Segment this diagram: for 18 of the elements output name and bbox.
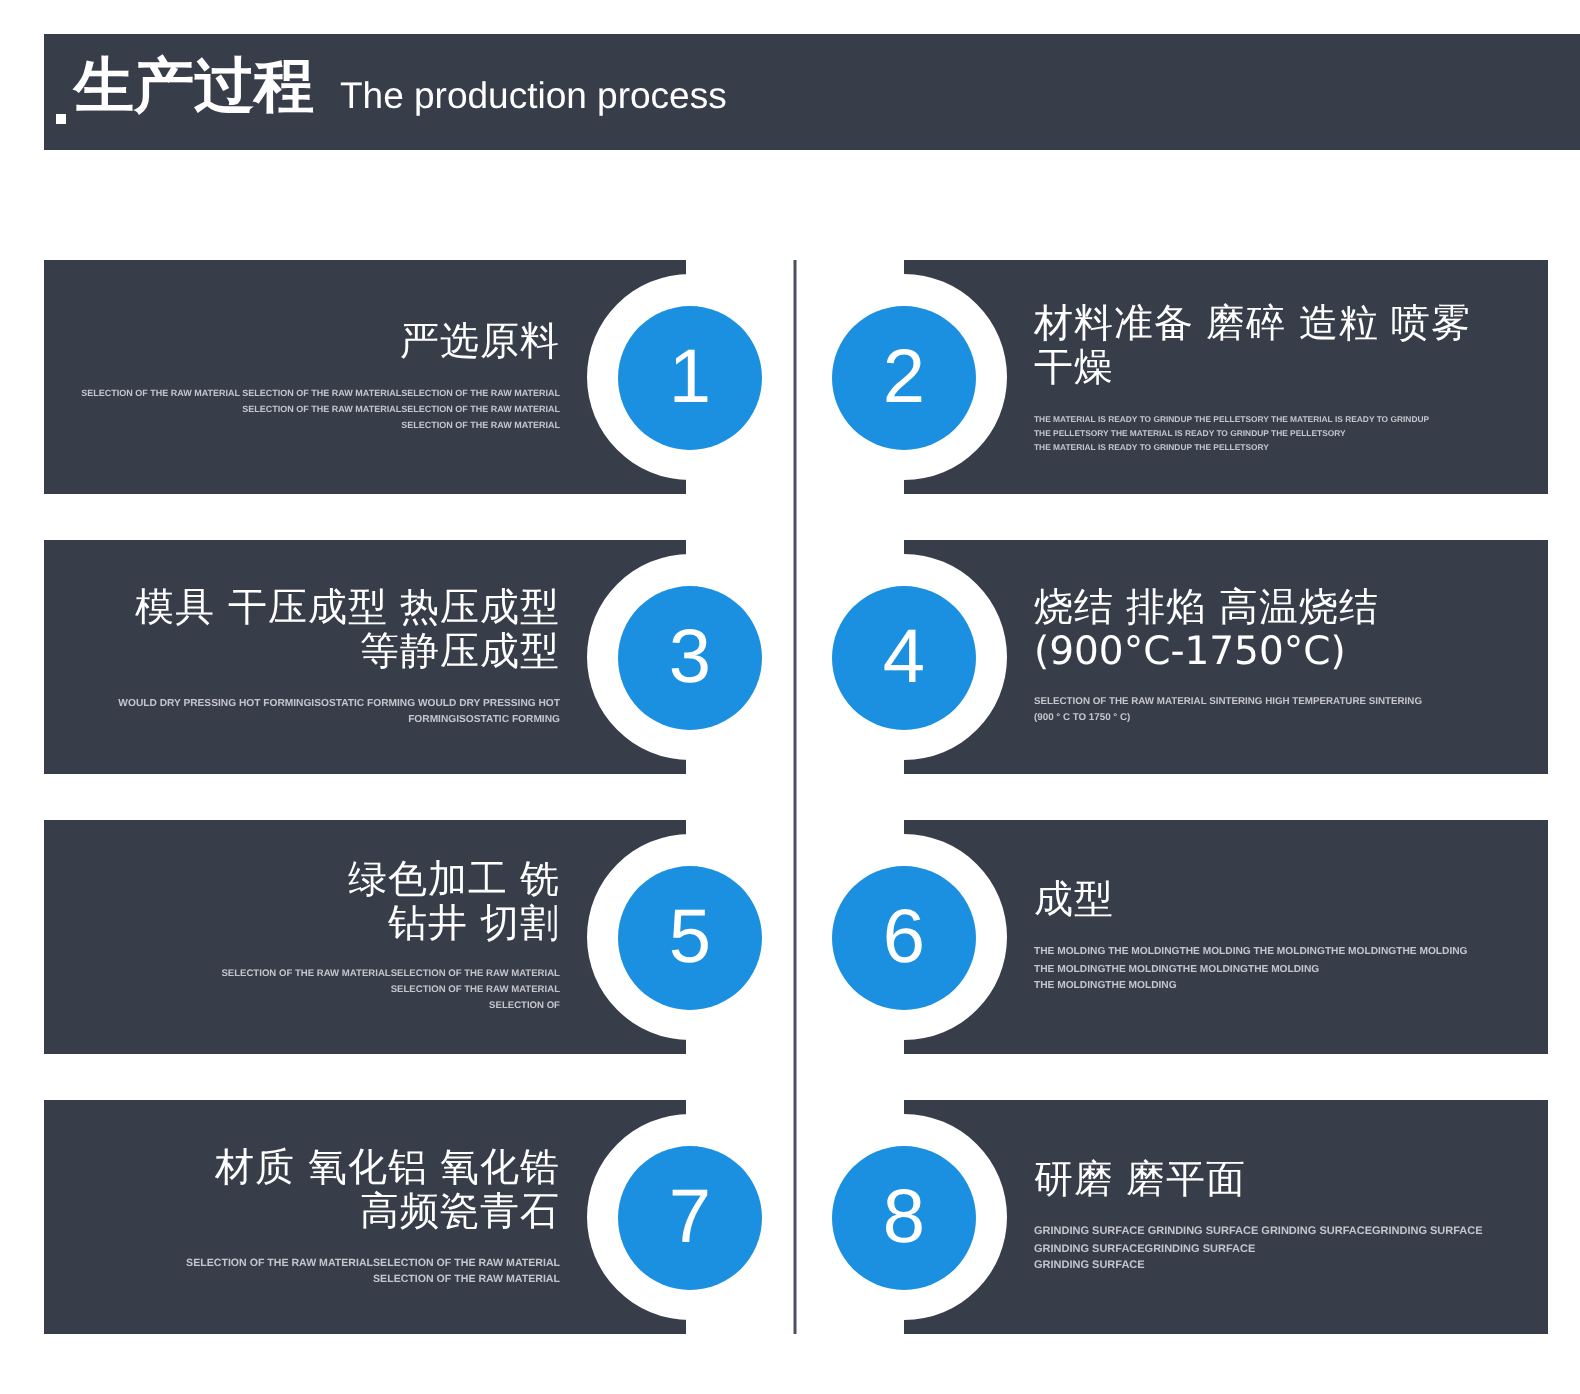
subtitle: The production process	[340, 72, 727, 120]
step-heading: 成型	[1034, 878, 1114, 923]
step-heading: 烧结 排焰 高温烧结 (900°C-1750°C)	[1034, 586, 1381, 674]
step-heading: 研磨 磨平面	[1034, 1158, 1247, 1203]
step-heading: 材料准备 磨碎 造粒 喷雾干燥	[1034, 301, 1474, 389]
step-number-circle: 3	[618, 585, 762, 729]
step-heading: 严选原料	[400, 320, 560, 364]
step-number-circle: 2	[832, 305, 976, 449]
step-number-circle: 5	[618, 865, 762, 1009]
step-number-circle: 1	[618, 305, 762, 449]
step-heading: 绿色加工 铣钻井 切割	[345, 858, 560, 946]
step-number-circle: 4	[832, 585, 976, 729]
step-number-circle: 7	[618, 1145, 762, 1289]
step-number-circle: 8	[832, 1145, 976, 1289]
step-number-circle: 6	[832, 865, 976, 1009]
title: 生产过程	[74, 50, 314, 126]
step-heading: 材质 氧化铝 氧化锆高频瓷青石	[213, 1146, 560, 1234]
step-heading: 模具 干压成型 热压成型等静压成型	[133, 586, 560, 674]
